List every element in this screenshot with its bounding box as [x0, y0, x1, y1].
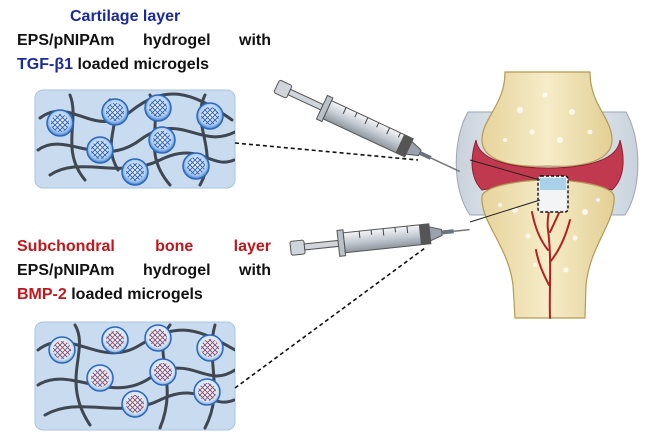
microgel: [101, 98, 129, 126]
cartilage-description-line2: TGF-β1 loaded microgels: [17, 54, 209, 76]
microgel: [196, 334, 224, 362]
bone-description-line2: BMP-2 loaded microgels: [17, 284, 203, 306]
cartilage-layer-title: Cartilage layer: [70, 8, 181, 25]
word: Subchondral: [17, 238, 115, 255]
growth-factor-bmp: BMP-2: [17, 286, 67, 303]
microgel: [196, 102, 224, 130]
loaded-microgels-text: loaded microgels: [77, 56, 210, 73]
microgel: [121, 158, 149, 186]
word: hydrogel: [142, 262, 211, 279]
microgel: [193, 378, 221, 406]
microgel: [149, 358, 177, 386]
microgel: [48, 336, 76, 364]
microgel: [46, 109, 74, 137]
syringe-icon: [289, 223, 470, 257]
knee-joint-illustration: [455, 71, 639, 319]
articular-cartilage: [471, 139, 624, 191]
needle-pointer-line: [469, 199, 541, 223]
word: hydrogel: [142, 32, 211, 49]
cartilage-callout-line: [234, 142, 419, 161]
needle-pointer-line: [469, 159, 541, 181]
femur: [481, 71, 613, 167]
defect-cartilage-fill: [540, 178, 566, 190]
growth-factor-tgf: TGF-β1: [17, 56, 73, 73]
word: with: [239, 32, 271, 49]
tgf-microgels: [46, 94, 224, 186]
microgel: [148, 126, 176, 154]
microgel: [86, 136, 114, 164]
syringe-icon: [273, 79, 461, 173]
loaded-microgels-text: loaded microgels: [71, 286, 203, 303]
word: with: [239, 262, 271, 279]
defect-bone-fill: [540, 190, 566, 210]
bone-callout-line: [234, 247, 426, 389]
microgel: [101, 326, 129, 354]
microgel: [121, 390, 149, 418]
microgel: [144, 324, 172, 352]
microgel: [144, 94, 172, 122]
cartilage-description-line1: EPS/pNIPAm hydrogel with: [17, 30, 271, 52]
bone-layer-title: Subchondral bone layer: [17, 236, 271, 258]
word: layer: [233, 238, 271, 255]
bone-hydrogel-panel: [34, 321, 236, 431]
word: EPS/pNIPAm: [17, 262, 115, 279]
word: EPS/pNIPAm: [17, 32, 115, 49]
bone-description-line1: EPS/pNIPAm hydrogel with: [17, 260, 271, 282]
microgel: [86, 364, 114, 392]
cartilage-hydrogel-panel: [34, 89, 236, 189]
microgel: [182, 152, 210, 180]
word: bone: [155, 238, 194, 255]
bmp-microgels: [48, 324, 224, 418]
